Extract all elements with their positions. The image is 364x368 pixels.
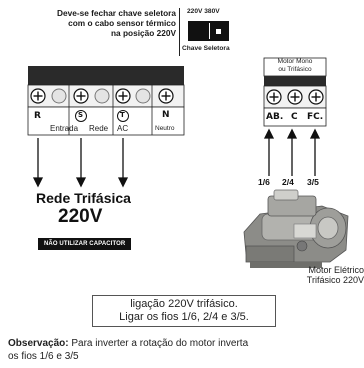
left-arrows: [32, 138, 129, 188]
motor-terminal-header-dark: [264, 76, 326, 86]
wire-label-2-4: 2/4: [282, 177, 294, 187]
instruction-line-1: Deve-se fechar chave seletora: [57, 8, 176, 18]
motor-label-fc: FC.: [307, 112, 324, 122]
selector-dot: [216, 29, 221, 34]
terminal-letter-s: S: [78, 111, 84, 119]
instruction-text: Deve-se fechar chave seletora com o cabo…: [8, 8, 176, 38]
motor-terminal-block: [263, 57, 327, 127]
plug-1: [51, 88, 67, 104]
selector-switch: [188, 21, 229, 41]
terminal-label-rede: Rede: [89, 124, 109, 133]
wire-label-1-6: 1/6: [258, 177, 270, 187]
motor-label-ab: AB.: [266, 112, 284, 122]
motor-caption: Motor Elétrico Trifásico 220V: [270, 265, 364, 285]
observation-line-2: os fios 1/6 e 3/5: [8, 351, 79, 362]
screw-n: [158, 88, 174, 104]
left-terminal-block: [27, 66, 185, 136]
motor-label-c: C: [291, 112, 298, 122]
wire-label-3-5: 3/5: [307, 177, 319, 187]
instruction-line-3: na posição 220V: [110, 28, 176, 38]
rede-voltage: 220V: [58, 206, 103, 227]
screw-s: [73, 88, 89, 104]
left-terminal-label-area: [27, 106, 185, 136]
selector-knob: [209, 23, 227, 39]
motor-header-line-2: ou Trifásico: [278, 66, 312, 73]
circle-s: [75, 110, 87, 122]
motor-terminal-header: Motor Mono ou Trifásico: [264, 58, 326, 74]
terminal-letter-n: N: [162, 110, 170, 120]
screw-t: [115, 88, 131, 104]
plug-3: [135, 88, 151, 104]
motor-caption-line-2: Trifásico 220V: [306, 275, 364, 285]
divider: [179, 8, 180, 56]
note-box: ligação 220V trifásico. Ligar os fios 1/…: [92, 295, 276, 327]
note-line-2: Ligar os fios 1/6, 2/4 e 3/5.: [119, 311, 249, 323]
selector-voltage-label: 220V 380V: [187, 8, 220, 15]
observation: Observação: Para inverter a rotação do m…: [8, 337, 356, 363]
left-terminal-header: [28, 66, 184, 85]
motor-arrows: [263, 128, 321, 176]
observation-label: Observação:: [8, 338, 69, 349]
terminal-letter-r: R: [34, 111, 41, 121]
selector-caption: Chave Seletora: [182, 45, 230, 52]
observation-text: Para inverter a rotação do motor inverta: [68, 338, 249, 349]
motor-caption-line-1: Motor Elétrico: [308, 265, 364, 275]
terminal-label-neutro: Neutro: [155, 125, 175, 132]
terminal-letter-t: T: [120, 111, 125, 119]
motor-header-line-1: Motor Mono: [277, 58, 313, 65]
instruction-line-2: com o cabo sensor térmico: [68, 18, 176, 28]
screw-r: [30, 88, 46, 104]
plug-2: [94, 88, 110, 104]
circle-t: [117, 110, 129, 122]
note-line-1: ligação 220V trifásico.: [130, 298, 238, 310]
motor-terminal-label-area: [263, 107, 327, 127]
warning-badge: NÃO UTILIZAR CAPACITOR: [38, 238, 132, 250]
terminal-label-entrada: Entrada: [50, 124, 79, 133]
rede-title: Rede Trifásica: [36, 190, 131, 206]
terminal-label-ac: AC: [117, 124, 129, 133]
motor-illustration: [243, 189, 349, 268]
